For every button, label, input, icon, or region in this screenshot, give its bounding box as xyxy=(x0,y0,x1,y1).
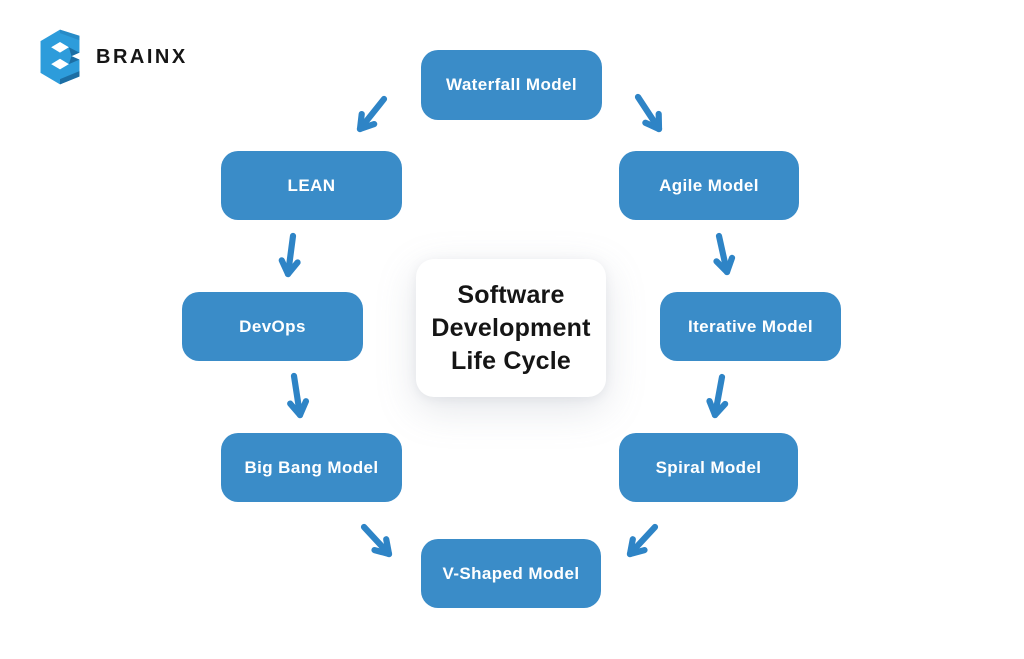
node-waterfall: Waterfall Model xyxy=(421,50,602,120)
node-vshaped: V-Shaped Model xyxy=(421,539,601,608)
node-bigbang: Big Bang Model xyxy=(221,433,402,502)
node-label: V-Shaped Model xyxy=(442,563,580,583)
node-lean: LEAN xyxy=(221,151,402,220)
diagram-title: Software Development Life Cycle xyxy=(431,279,590,378)
arrow-waterfall-to-lean xyxy=(356,95,388,133)
node-spiral: Spiral Model xyxy=(619,433,798,502)
brand-logo: BRAINX xyxy=(37,28,188,86)
arrow-spiral-to-vshaped xyxy=(626,523,659,558)
node-label: Agile Model xyxy=(659,175,759,195)
node-label: Big Bang Model xyxy=(244,457,379,477)
title-line-1: Software xyxy=(457,280,565,309)
brainx-logo-icon xyxy=(40,29,80,85)
node-label: Waterfall Model xyxy=(446,75,577,94)
node-label: Iterative Model xyxy=(687,316,814,336)
node-iterative: Iterative Model xyxy=(660,292,841,361)
node-label: DevOps xyxy=(239,316,306,336)
arrow-lean-to-devops xyxy=(278,232,301,278)
node-agile: Agile Model xyxy=(619,151,799,220)
arrow-devops-to-bigbang xyxy=(287,372,310,419)
brand-name: BRAINX xyxy=(96,45,188,68)
title-line-2: Development xyxy=(431,313,591,342)
node-label: LEAN xyxy=(287,175,336,195)
node-label: Spiral Model xyxy=(655,457,762,477)
center-title-card: Software Development Life Cycle xyxy=(416,259,606,397)
title-line-3: Life Cycle xyxy=(450,346,572,375)
arrow-bigbang-to-vshaped xyxy=(360,523,393,558)
arrow-agile-to-iterative xyxy=(713,232,736,276)
arrow-iterative-to-spiral xyxy=(706,373,729,419)
node-devops: DevOps xyxy=(182,292,363,361)
arrow-waterfall-to-agile xyxy=(634,93,663,133)
